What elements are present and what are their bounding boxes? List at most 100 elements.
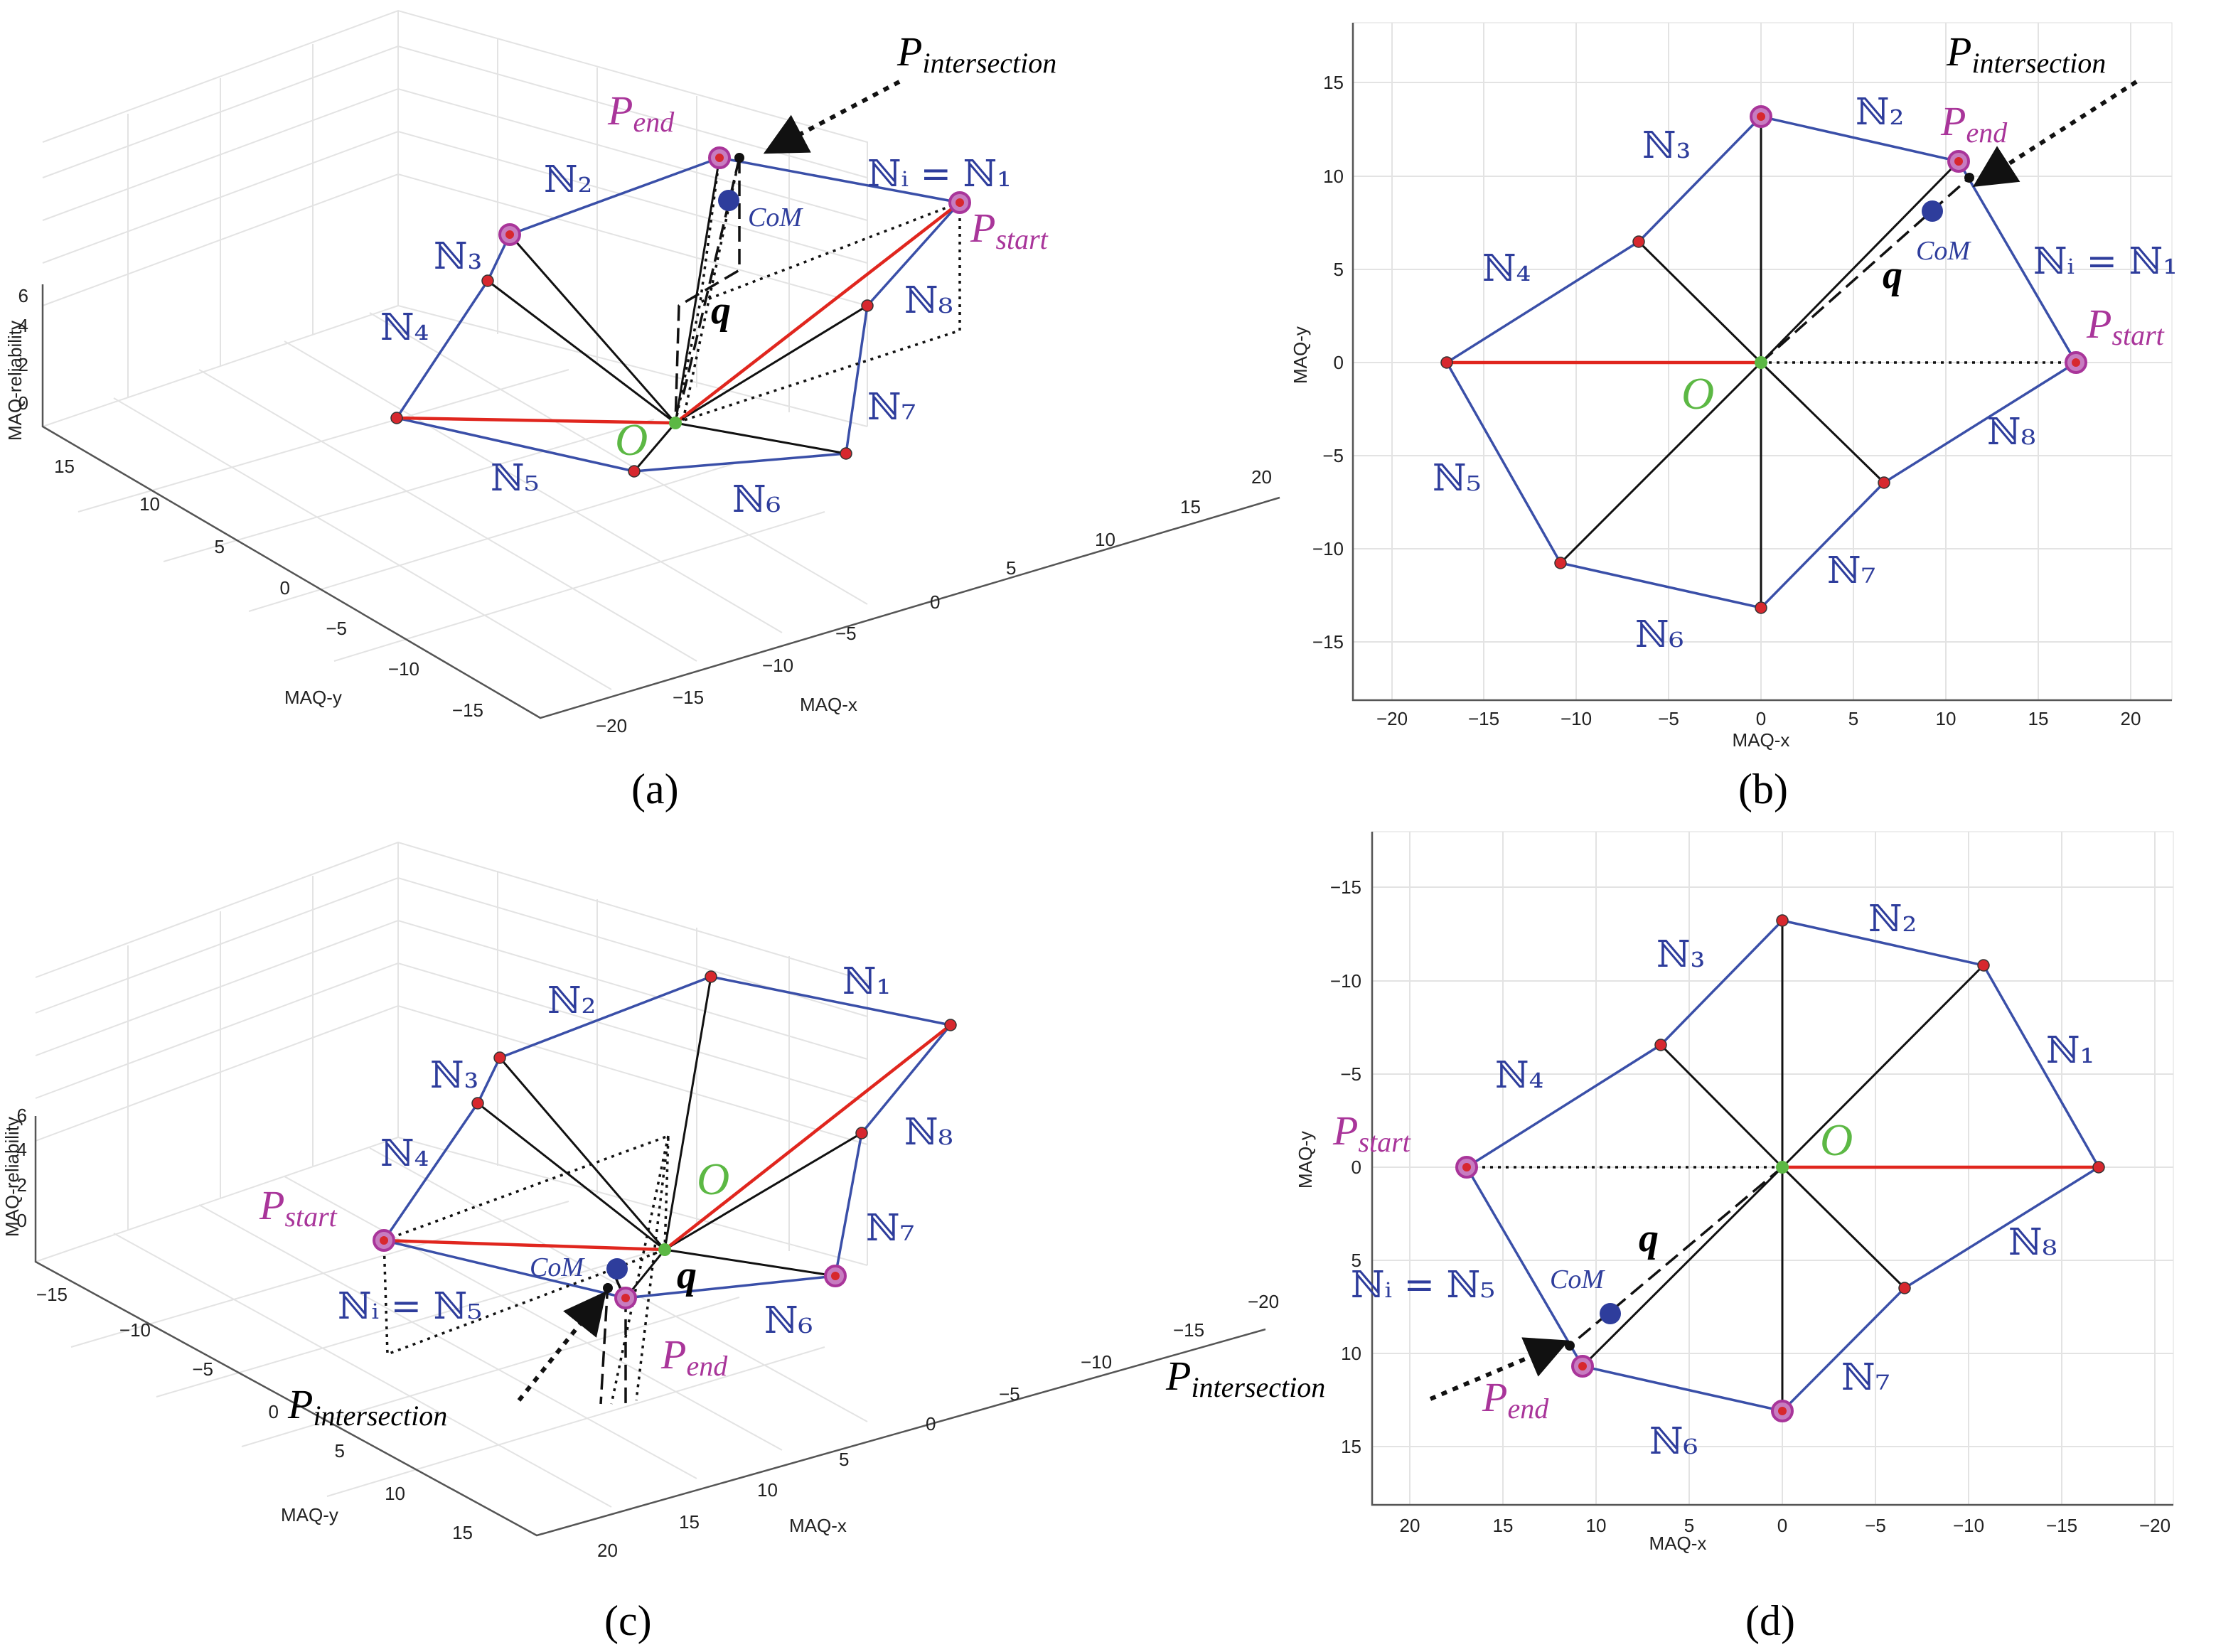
panel-b-labels: Pintersection Pend Pstart ℕᵢ = ℕ₁ ℕ₂ ℕ₃ … [1433,28,2178,656]
panel-c: 6 4 2 0 MAQ-reliability −15 −10 −5 0 5 1… [1,841,1279,1644]
n-iota-label-d: ℕᵢ = ℕ₅ [1351,1264,1495,1307]
svg-text:ℕ₃: ℕ₃ [1656,933,1705,976]
svg-text:15: 15 [1180,496,1201,517]
svg-text:ℕ₄: ℕ₄ [380,1132,429,1175]
svg-text:10: 10 [1586,1515,1607,1536]
svg-text:ℕ₆: ℕ₆ [1649,1420,1698,1463]
panel-a-vertices [390,153,874,478]
svg-text:ℕ₈: ℕ₈ [904,1111,953,1154]
svg-text:q: q [711,289,731,333]
panel-c-vertices [471,970,957,1293]
svg-text:ℕ₄: ℕ₄ [380,306,429,349]
panel-d-intersection-arrow [1429,1337,1570,1401]
panel-d-y-ticks: −15 −10 −5 0 5 10 15 [1330,876,1361,1457]
p-end-label-b: Pend [1940,98,2008,149]
svg-text:−15: −15 [36,1284,68,1305]
p-intersection-label-d: Pintersection [1165,1353,1325,1403]
panel-c-y-ticks: −15 −10 −5 0 5 10 15 [36,1284,473,1543]
svg-text:ℕ₅: ℕ₅ [1433,457,1481,500]
svg-text:−5: −5 [1322,445,1344,466]
panel-a-labels: Pintersection Pend Pstart ℕᵢ = ℕ₁ ℕ₂ ℕ₃ … [380,28,1056,521]
svg-text:−20: −20 [1376,708,1408,729]
panel-c-x-ticks: 20 15 10 5 0 −5 −10 −15 −20 [597,1291,1279,1561]
svg-text:−15: −15 [1330,876,1361,898]
p-start-label-a: Pstart [970,205,1049,255]
svg-text:ℕ₄: ℕ₄ [1495,1054,1543,1097]
svg-text:ℕ₅: ℕ₅ [491,457,539,500]
panel-a-zlabel: MAQ-reliability [4,321,26,441]
panel-c-z-ticks: 6 4 2 0 [17,1105,27,1231]
panel-c-ylabel: MAQ-y [281,1504,338,1525]
svg-text:ℕ₇: ℕ₇ [1841,1356,1890,1399]
panel-a-axes [41,284,1280,719]
svg-text:−20: −20 [1248,1291,1279,1312]
svg-text:−5: −5 [1340,1063,1361,1085]
svg-text:ℕ₄: ℕ₄ [1482,247,1531,290]
svg-text:−5: −5 [326,618,347,639]
svg-text:−10: −10 [762,655,793,676]
panel-c-zlabel: MAQ-reliability [1,1117,23,1237]
svg-text:0: 0 [17,1210,27,1231]
svg-text:0: 0 [18,392,28,414]
svg-text:ℕ₈: ℕ₈ [904,279,953,322]
panel-d-ylabel: MAQ-y [1295,1131,1316,1189]
svg-text:ℕ₃: ℕ₃ [1642,124,1691,167]
panel-d: −15 −10 −5 0 5 10 15 MAQ-y 20 15 10 5 0 … [1165,831,2174,1644]
svg-text:10: 10 [139,493,160,515]
svg-text:ℕ₈: ℕ₈ [2008,1221,2057,1264]
panel-a-dotted-lines [674,157,961,424]
panel-a: 6 4 2 0 MAQ-reliability 15 10 5 0 −5 −10… [4,9,1280,812]
svg-text:20: 20 [2121,708,2141,729]
svg-text:ℕ₁: ℕ₁ [2046,1029,2094,1072]
p-end-label-a: Pend [607,87,675,138]
svg-text:CoM: CoM [1550,1265,1605,1294]
svg-text:0: 0 [1351,1157,1361,1178]
svg-text:5: 5 [839,1449,849,1470]
svg-text:ℕ₇: ℕ₇ [1827,549,1875,592]
svg-text:6: 6 [17,1105,27,1126]
n-iota-label-b: ℕᵢ = ℕ₁ [2033,240,2178,283]
panel-d-spokes [1581,921,1985,1411]
panel-c-xlabel: MAQ-x [789,1515,847,1536]
svg-text:−10: −10 [119,1319,151,1341]
svg-text:10: 10 [1936,708,1957,729]
panel-b-axes [1351,23,2172,702]
svg-text:2: 2 [17,1174,27,1196]
panel-b-xlabel: MAQ-x [1733,729,1790,751]
svg-text:−10: −10 [1953,1515,1984,1536]
svg-text:−20: −20 [596,715,627,736]
panel-c-spokes [477,976,862,1299]
svg-text:10: 10 [757,1479,778,1501]
panel-a-y-ticks: 15 10 5 0 −5 −10 −15 [54,456,483,721]
svg-text:0: 0 [1334,352,1344,373]
svg-text:q: q [1883,253,1902,297]
svg-text:5: 5 [1334,259,1344,280]
svg-text:ℕ₆: ℕ₆ [1635,613,1684,656]
panel-d-vertices [1565,914,2105,1351]
svg-text:ℕ₁: ℕ₁ [842,960,891,1003]
p-end-label-d: Pend [1482,1374,1549,1425]
svg-text:20: 20 [1400,1515,1420,1536]
svg-text:5: 5 [1848,708,1858,729]
svg-text:−10: −10 [1561,708,1592,729]
svg-text:5: 5 [1684,1515,1694,1536]
panel-a-spokes [487,157,868,472]
n-iota-label-a: ℕᵢ = ℕ₁ [867,153,1012,195]
p-intersection-label-a: Pintersection [896,28,1056,79]
panel-b: 15 10 5 0 −5 −10 −15 MAQ-y −20 −15 −10 −… [1290,22,2178,812]
svg-text:ℕ₂: ℕ₂ [1856,91,1904,134]
p-intersection-label-b: Pintersection [1946,28,2106,79]
svg-text:−5: −5 [1658,708,1679,729]
p-start-label-d: Pstart [1332,1107,1411,1158]
panel-c-axes [34,1116,1266,1537]
panel-c-special-points [373,1229,847,1309]
svg-text:−10: −10 [1081,1351,1112,1373]
svg-text:20: 20 [597,1540,618,1561]
svg-text:O: O [697,1154,729,1204]
svg-text:O: O [1681,368,1714,419]
panel-b-vertices [1440,173,1974,614]
svg-text:−5: −5 [192,1358,213,1380]
caption-a: (a) [631,766,679,812]
svg-text:10: 10 [1095,529,1115,550]
svg-text:0: 0 [269,1401,279,1422]
